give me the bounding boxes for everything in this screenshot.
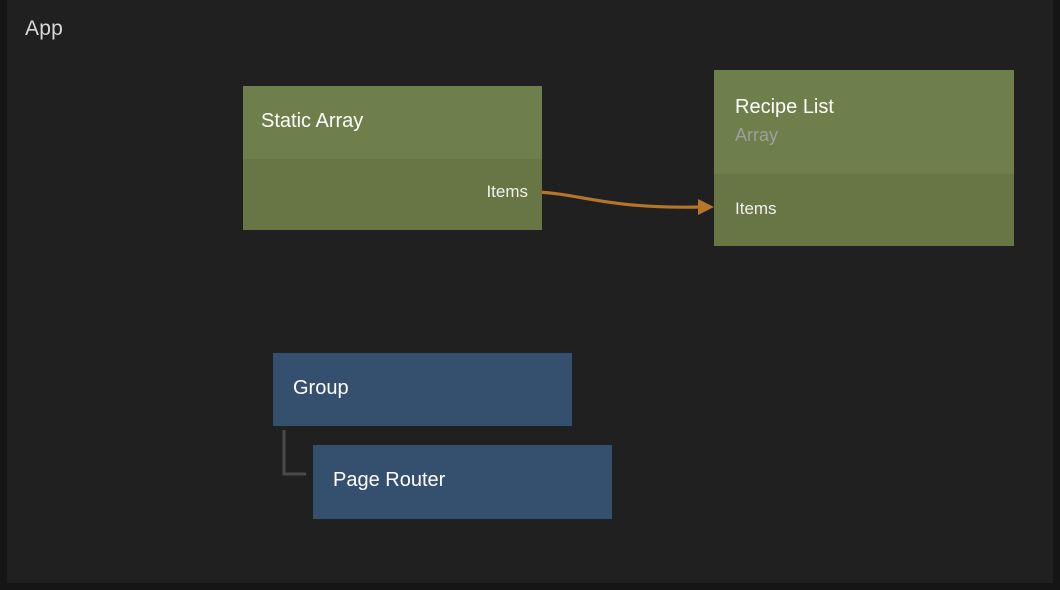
node-graph-canvas[interactable]: App Static Array Items [7, 0, 1053, 583]
node-title: Static Array [261, 110, 364, 132]
output-port-label: Items [486, 182, 528, 201]
node-title: Page Router [333, 469, 446, 491]
connection-curve[interactable] [535, 190, 704, 209]
node-body[interactable]: Items [243, 159, 542, 230]
node-static-array[interactable]: Static Array Items [243, 86, 542, 230]
input-port-row[interactable]: Items [735, 200, 777, 219]
connection-items-to-items[interactable] [526, 184, 714, 215]
output-port-row[interactable]: Items [486, 183, 528, 202]
node-page-router[interactable]: Page Router [313, 445, 612, 519]
connection-group-to-page-router[interactable] [282, 430, 306, 476]
group-child-elbow[interactable] [282, 430, 306, 476]
input-port-label: Items [735, 199, 777, 218]
node-header[interactable]: Static Array [243, 86, 542, 159]
node-title: Recipe List [735, 96, 834, 118]
node-body[interactable]: Items [714, 174, 1014, 246]
node-subtitle: Array [735, 125, 779, 145]
page-title: App [25, 17, 63, 40]
node-header[interactable]: Recipe List Array [714, 70, 1014, 174]
node-group[interactable]: Group [273, 353, 572, 426]
node-recipe-list[interactable]: Recipe List Array Items [714, 70, 1014, 246]
node-title: Group [293, 377, 349, 399]
